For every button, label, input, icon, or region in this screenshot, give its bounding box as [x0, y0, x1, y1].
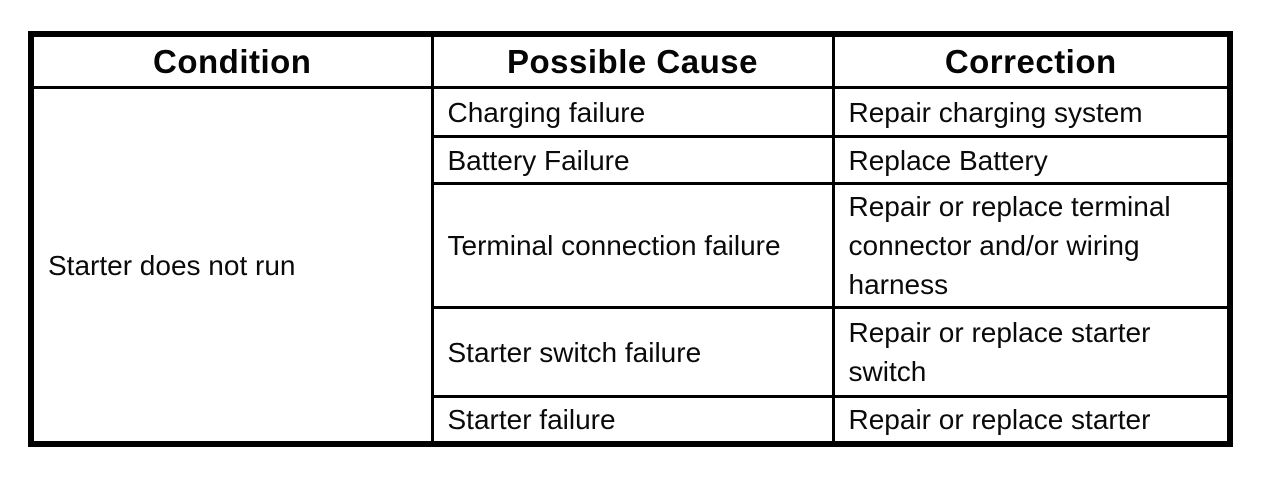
table-row: Starter switch failure Repair or replace… — [31, 306, 1232, 398]
header-possible-cause: Possible Cause — [430, 32, 835, 89]
cause-cell: Starter switch failure — [430, 306, 835, 398]
header-condition: Condition — [29, 32, 434, 89]
correction-cell: Repair charging system — [831, 86, 1232, 138]
header-correction: Correction — [831, 32, 1232, 89]
table-row: Starter does not run Charging failure Re… — [29, 86, 1232, 446]
table-row: Battery Failure Replace Battery — [31, 135, 1232, 185]
cause-cell: Charging failure — [430, 86, 835, 138]
table-header-row: Condition Possible Cause Correction — [29, 32, 1232, 89]
cause-cell: Starter failure — [430, 395, 835, 446]
troubleshooting-table: Condition Possible Cause Correction Star… — [28, 31, 1233, 447]
table-row: Terminal connection failure Repair or re… — [31, 182, 1232, 309]
correction-cell: Repair or replace starter — [831, 395, 1232, 446]
correction-cell: Replace Battery — [831, 135, 1232, 185]
cause-cell: Battery Failure — [430, 135, 835, 185]
correction-cell: Repair or replace terminal connector and… — [831, 182, 1232, 309]
cause-cell: Terminal connection failure — [430, 182, 835, 309]
condition-cell: Starter does not run — [29, 86, 434, 446]
correction-cell: Repair or replace starter switch — [831, 306, 1232, 398]
table-row: Starter failure Repair or replace starte… — [31, 395, 1232, 446]
